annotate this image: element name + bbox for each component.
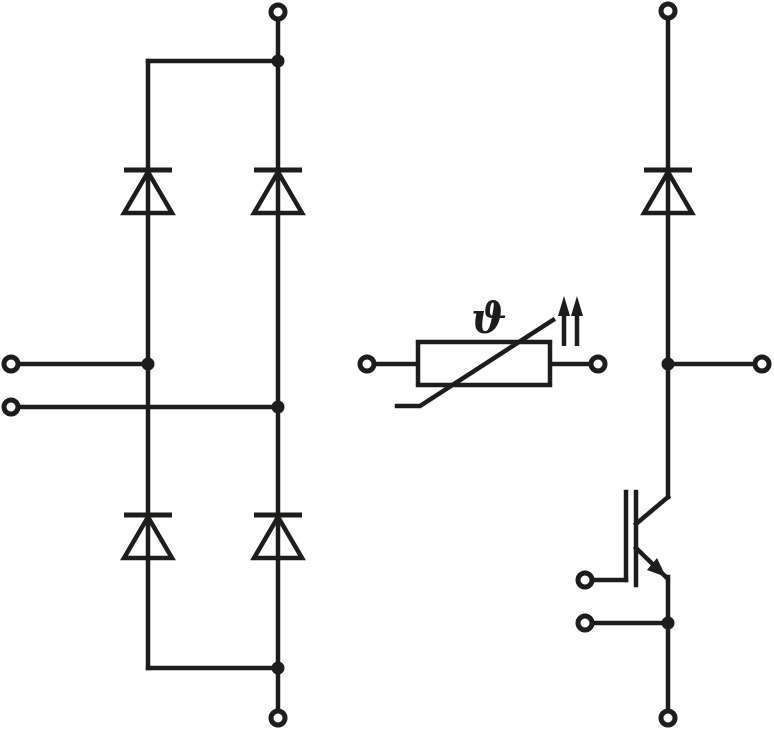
terminal-chopper-bottom — [658, 708, 678, 728]
terminal-thermistor-left — [357, 354, 377, 374]
dot-aux-emitter — [661, 616, 675, 630]
terminal-ac-input-1 — [1, 354, 21, 374]
diode-bridge-upper-right-triangle — [250, 167, 306, 216]
dot-ac2-right-leg — [271, 400, 285, 414]
thermal-up-arrow-1-head — [558, 296, 570, 316]
dot-bridge-top-rail — [271, 54, 285, 68]
terminal-chopper-top — [658, 1, 678, 21]
terminal-igbt-aux-emitter — [575, 613, 595, 633]
thermistor-diagonal-stroke — [394, 316, 557, 409]
diode-bridge-lower-right-triangle — [250, 512, 306, 561]
terminal-bridge-bottom — [268, 708, 288, 728]
dot-bridge-bottom-rail — [271, 661, 285, 675]
igbt-emitter-arrowhead — [647, 558, 666, 577]
diode-chopper-series-triangle — [640, 167, 696, 216]
terminal-ac-input-2 — [1, 397, 21, 417]
diode-bridge-upper-left-triangle — [120, 167, 176, 216]
thermal-up-arrow-2-head — [571, 296, 583, 316]
dot-ac1-left-leg — [141, 357, 155, 371]
terminal-chopper-output — [752, 354, 772, 374]
terminal-igbt-gate — [575, 570, 595, 590]
dot-chopper-output — [661, 357, 675, 371]
terminal-thermistor-right — [588, 354, 608, 374]
thermistor-theta-label: ϑ — [471, 294, 507, 343]
igbt-collector-diagonal — [632, 493, 672, 528]
terminal-bridge-top — [268, 2, 288, 22]
diode-bridge-lower-left-triangle — [120, 512, 176, 561]
